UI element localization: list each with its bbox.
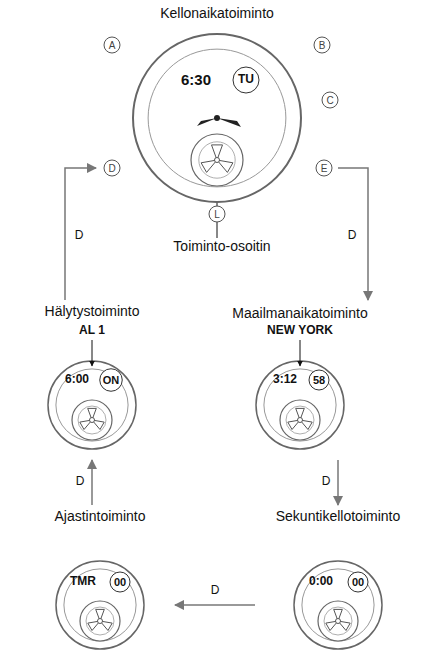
- button-letter: B: [319, 40, 326, 51]
- display-pointer: [300, 340, 301, 366]
- mode-node: Sekuntikellotoiminto 0:00 00: [255, 505, 421, 655]
- display-badge: [100, 369, 123, 392]
- display-text: 6:30: [181, 72, 211, 89]
- display-text: TU: [238, 73, 254, 86]
- display-badge: [233, 67, 259, 93]
- button-circle: [314, 37, 330, 53]
- display-text: 58: [313, 374, 325, 386]
- mode-indicator-dial: [318, 601, 358, 641]
- display-text: 6:00: [65, 373, 89, 386]
- mode-indicator-dial: [191, 134, 243, 186]
- mode-title: Ajastintoiminto: [54, 509, 145, 524]
- watch-face: [64, 569, 136, 641]
- button-letter: C: [326, 95, 333, 106]
- display-badge: [348, 572, 368, 592]
- mode-node: AjastintoimintoTMR 00: [25, 505, 175, 655]
- watch-illustration: [255, 505, 421, 655]
- indicator-pin: [98, 619, 103, 624]
- hour-hand: [197, 118, 217, 126]
- display-text: 00: [114, 576, 126, 588]
- watch-face: [148, 49, 286, 187]
- watch-face: [264, 369, 336, 441]
- mode-indicator-ring: [286, 406, 314, 434]
- display-text: ON: [103, 374, 120, 386]
- mode-title: Sekuntikellotoiminto: [276, 509, 401, 524]
- button-circle: [104, 37, 120, 53]
- display-badge: [110, 572, 130, 592]
- mode-arrow: [338, 168, 368, 300]
- display-text: TMR: [70, 575, 96, 588]
- mode-indicator-ring: [199, 142, 235, 178]
- button-label: D: [209, 584, 222, 597]
- button-circle: [322, 92, 338, 108]
- mode-arrow: [91, 460, 93, 505]
- indicator-pin: [336, 619, 341, 624]
- button-label: D: [74, 475, 87, 488]
- mode-node: MaailmanaikatoimintoNEW YORK 3:12 58: [217, 300, 383, 460]
- display-text: NEW YORK: [267, 324, 333, 337]
- watch-illustration: [96, 4, 338, 228]
- mode-arrow: [175, 604, 255, 606]
- mode-arrow: [65, 168, 96, 300]
- mode-title: Maailmanaikatoiminto: [232, 306, 367, 321]
- watch-bezel: [48, 361, 136, 449]
- mode-indicator-hand: [217, 160, 233, 172]
- mode-indicator-dial: [72, 400, 112, 440]
- display-text: 3:12: [273, 373, 297, 386]
- display-badge: [309, 370, 329, 390]
- mode-node: Kellonaikatoiminto 6:30 TU: [96, 4, 338, 228]
- mode-indicator-hand: [201, 160, 217, 172]
- mode-indicator-dial: [80, 601, 120, 641]
- mode-title: Hälytystoiminto: [45, 304, 140, 319]
- watch-bezel: [56, 561, 144, 649]
- mode-indicator-ring: [324, 607, 352, 635]
- button-letter: D: [108, 163, 115, 174]
- watch-illustration: [25, 505, 175, 655]
- display-text: 0:00: [309, 575, 333, 588]
- button-letter: A: [109, 40, 116, 51]
- button-label: D: [346, 229, 359, 242]
- watch-face: [56, 369, 128, 441]
- button-letter: L: [214, 209, 220, 220]
- button-circle: [209, 206, 225, 222]
- hand-pin: [214, 115, 220, 121]
- button-circle: [316, 160, 332, 176]
- button-letter: E: [321, 163, 328, 174]
- watch-bezel: [133, 34, 301, 202]
- mode-indicator-dial: [280, 400, 320, 440]
- mode-node: Hälytystoiminto AL 1 6:00 ON: [15, 300, 170, 460]
- button-circle: [104, 160, 120, 176]
- indicator-pin: [90, 418, 95, 423]
- mode-arrow: [337, 460, 339, 505]
- mode-indicator-ring: [86, 607, 114, 635]
- watch-bezel: [256, 361, 344, 449]
- callout-label: Toiminto-osoitin: [173, 239, 270, 254]
- mode-indicator-ring: [78, 406, 106, 434]
- indicator-pin: [298, 418, 303, 423]
- minute-hand: [217, 118, 241, 127]
- display-pointer: [92, 340, 93, 366]
- watch-face: [302, 569, 374, 641]
- button-label: D: [73, 229, 86, 242]
- mode-title: Kellonaikatoiminto: [160, 6, 274, 21]
- button-label: D: [320, 475, 333, 488]
- indicator-pin: [215, 158, 220, 163]
- watch-bezel: [294, 561, 382, 649]
- display-text: AL 1: [79, 324, 105, 337]
- display-text: 00: [352, 576, 364, 588]
